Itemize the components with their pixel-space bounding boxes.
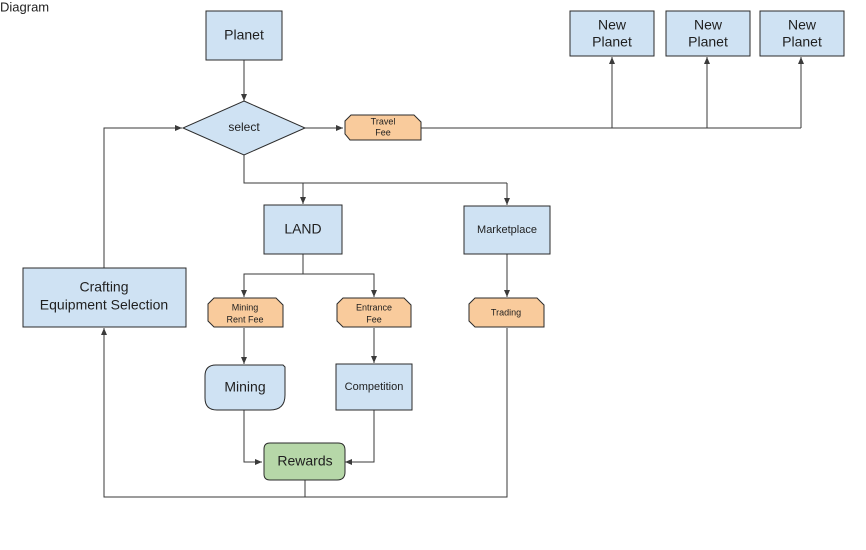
node-rewards-label: Rewards — [277, 453, 332, 469]
node-travel-fee: Travel Fee — [344, 114, 422, 141]
edge-land-entrance-fee — [303, 273, 377, 297]
node-marketplace-label: Marketplace — [477, 224, 537, 236]
node-new-planet-3-line1: New — [788, 17, 817, 33]
node-competition: Competition — [335, 363, 413, 411]
node-travel-fee-line1: Travel — [371, 116, 396, 126]
node-marketplace: Marketplace — [463, 205, 551, 255]
node-new-planet-1-line2: Planet — [592, 34, 632, 50]
node-new-planet-3: New Planet — [759, 10, 845, 57]
node-trading: Trading — [468, 297, 545, 328]
node-crafting-line2: Equipment Selection — [40, 297, 168, 313]
node-competition-label: Competition — [345, 381, 404, 393]
node-entrance-fee-line1: Entrance — [356, 302, 392, 312]
node-trading-label: Trading — [491, 307, 521, 317]
edge-mining-rewards — [243, 410, 262, 465]
node-mining: Mining — [204, 364, 286, 411]
node-mining-rent-fee: Mining Rent Fee — [207, 297, 284, 328]
node-mining-rent-fee-line1: Mining — [232, 302, 259, 312]
node-mining-label: Mining — [224, 379, 265, 395]
node-rewards: Rewards — [263, 442, 346, 481]
edge-select-branch — [243, 155, 507, 184]
node-new-planet-2-line1: New — [694, 17, 723, 33]
edges — [101, 57, 804, 498]
node-new-planet-3-line2: Planet — [782, 34, 822, 50]
node-new-planet-1: New Planet — [569, 10, 655, 57]
page-title: Diagram — [0, 0, 49, 14]
node-new-planet-1-line1: New — [598, 17, 627, 33]
node-land-label: LAND — [284, 221, 321, 237]
node-planet-label: Planet — [224, 27, 264, 43]
node-select-decision: select — [181, 100, 307, 156]
node-select-label: select — [228, 120, 260, 134]
node-travel-fee-line2: Fee — [375, 127, 391, 137]
node-new-planet-2: New Planet — [665, 10, 751, 57]
edge-land-mining-fee — [241, 254, 304, 297]
node-mining-rent-fee-line2: Rent Fee — [226, 314, 263, 324]
node-entrance-fee: Entrance Fee — [336, 297, 412, 328]
edge-rewards-crafting — [101, 328, 306, 498]
edge-crafting-select — [103, 125, 182, 268]
edge-competition-rewards — [345, 410, 375, 465]
node-crafting-equipment-selection: Crafting Equipment Selection — [22, 267, 187, 328]
node-new-planet-2-line2: Planet — [688, 34, 728, 50]
node-entrance-fee-line2: Fee — [366, 314, 382, 324]
node-crafting-line1: Crafting — [79, 279, 128, 295]
node-land: LAND — [263, 204, 343, 255]
node-planet: Planet — [205, 10, 283, 61]
edge-trading-loop — [305, 328, 508, 498]
